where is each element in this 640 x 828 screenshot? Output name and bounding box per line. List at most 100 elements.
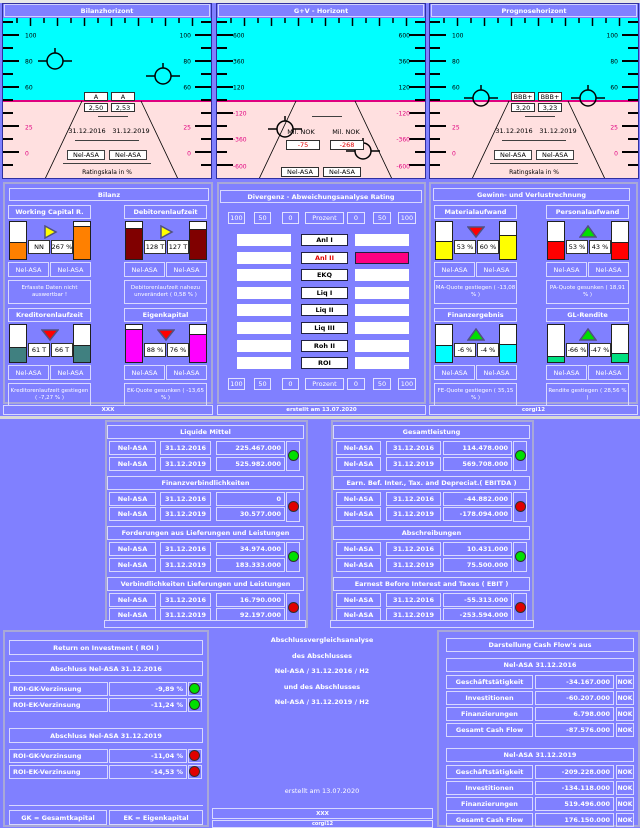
cashflow-label: Gesamt Cash Flow <box>446 723 533 737</box>
gauge-note: MA-Quote gestiegen ( -13,08 % ) <box>434 280 517 304</box>
scale-box: 100 <box>228 212 245 224</box>
scale-box: 50 <box>373 212 391 224</box>
date-cell: 31.12.2019 <box>386 557 441 572</box>
gauge-bar <box>547 221 565 260</box>
created-date: erstellt am 13.07.2020 <box>284 787 360 795</box>
gauge-fill <box>74 345 90 362</box>
scale-label-left: 100 <box>25 33 37 40</box>
status-light-green-icon <box>288 450 299 461</box>
roi-label: ROI-EK-Verzinsung <box>9 698 108 712</box>
cashflow-label: Investitionen <box>446 691 533 705</box>
arrow-right-icon <box>44 225 58 239</box>
divergence-bar-right <box>355 251 409 264</box>
roi-value: -9,89 % <box>109 682 187 696</box>
rating-row-label[interactable]: Liq III <box>301 322 348 334</box>
rating-row-label[interactable]: ROI <box>301 357 348 370</box>
gauge-fill <box>436 240 452 259</box>
value-cell: 30.577.000 <box>216 507 285 521</box>
divergence-bar-left <box>237 234 291 246</box>
status-cell <box>188 749 202 763</box>
company-box: Nel-ASA <box>8 365 49 380</box>
gauge-value: 53 % <box>454 240 476 254</box>
status-cell <box>188 765 202 779</box>
gauge-title: Personalaufwand <box>546 205 629 219</box>
rating-row-label[interactable]: Liq II <box>301 304 348 317</box>
cashflow-label: Finanzierungen <box>446 707 533 721</box>
company-cell: Nel-ASA <box>336 557 381 572</box>
arrow-up-icon <box>467 328 485 341</box>
gauge-value: -66 % <box>566 343 588 357</box>
cashflow-label: Investitionen <box>446 781 533 795</box>
scale-label-right: -600 <box>396 164 410 171</box>
divergence-bar-left <box>237 322 291 334</box>
company-box: Nel-ASA <box>50 365 91 380</box>
status-light-red-icon <box>189 750 200 761</box>
gauge-bar <box>125 221 143 260</box>
gauge-title: Kreditorenlaufzeit <box>8 308 91 322</box>
company-box: Nel-ASA <box>588 262 629 277</box>
rating-row-label[interactable]: Roh II <box>301 339 348 352</box>
rating-row-label[interactable]: EKQ <box>301 269 348 282</box>
date-cell: 31.12.2019 <box>160 557 211 572</box>
gauge-value: 43 % <box>589 240 611 254</box>
rating-caption: Ratingskala in % <box>82 169 132 176</box>
company-box: Nel-ASA <box>323 167 361 177</box>
rating-caption: Ratingskala in % <box>509 169 559 176</box>
company-box: Nel-ASA <box>166 262 207 277</box>
scale-box: Prozent <box>305 212 344 224</box>
divergence-bar-right <box>355 234 409 246</box>
divergence-bar-left <box>237 339 291 352</box>
divider <box>98 116 128 117</box>
trapezoid-left <box>472 100 510 178</box>
gauge-title: Finanzergebnis <box>434 308 517 322</box>
gauge-bar <box>435 221 453 260</box>
kennzahl-title: Abschreibungen <box>333 526 530 540</box>
gauge-bar <box>125 324 143 363</box>
footer-box-right <box>330 620 534 628</box>
date-label: 31.12.2019 <box>112 127 150 135</box>
scale-label-right: 100 <box>607 33 619 40</box>
cashflow-block-header: Nel-ASA 31.12.2016 <box>446 658 634 672</box>
unit-label: Mil. NOK <box>332 128 360 136</box>
gauge-value: 127 T <box>167 240 189 254</box>
status-light-green-icon <box>189 683 200 694</box>
rating-row-label[interactable]: Anl I <box>301 234 348 246</box>
scale-label-right: -360 <box>396 137 410 144</box>
gauge-bar <box>73 221 91 260</box>
gauge-fill <box>548 240 564 259</box>
cashflow-label: Gesamt Cash Flow <box>446 813 533 827</box>
company-box: Nel-ASA <box>8 262 49 277</box>
center-text-line: und des Abschlusses <box>283 682 361 691</box>
arrow-up-icon <box>579 225 597 238</box>
arrow-down-icon <box>41 329 59 342</box>
rating-row-label[interactable]: Liq I <box>301 286 348 299</box>
gauge-value: -6 % <box>454 343 476 357</box>
rating-row-label[interactable]: Anl II <box>301 251 348 264</box>
footer-bar: erstellt am 13.07.2020 <box>217 405 426 415</box>
divider <box>502 140 566 141</box>
center-text-line: Nel-ASA / 31.12.2019 / H2 <box>274 698 370 707</box>
divergence-bar-right <box>355 286 409 299</box>
divergence-bar-left <box>237 269 291 282</box>
gauge-title: Materialaufwand <box>434 205 517 219</box>
scale-label-right: 25 <box>610 125 618 132</box>
scale-box: 50 <box>373 378 391 390</box>
unit-label: Mil. NOK <box>287 128 315 136</box>
cashflow-value: -60.207.000 <box>535 691 614 705</box>
scale-box: Prozent <box>305 378 344 390</box>
value-cell: 114.478.000 <box>443 441 512 455</box>
gauge-fill <box>126 329 142 362</box>
status-light-red-icon <box>288 500 299 512</box>
company-box: Nel-ASA <box>434 365 475 380</box>
gv-value-box: -75 <box>286 140 320 150</box>
company-cell: Nel-ASA <box>336 491 381 506</box>
divergence-bar-left <box>237 357 291 370</box>
guv-title: Gewinn- und Verlustrechnung <box>433 188 630 201</box>
scale-box: 100 <box>228 378 245 390</box>
scale-label-right: 100 <box>180 33 192 40</box>
gauge-fill <box>10 347 26 362</box>
company-box: Nel-ASA <box>50 262 91 277</box>
